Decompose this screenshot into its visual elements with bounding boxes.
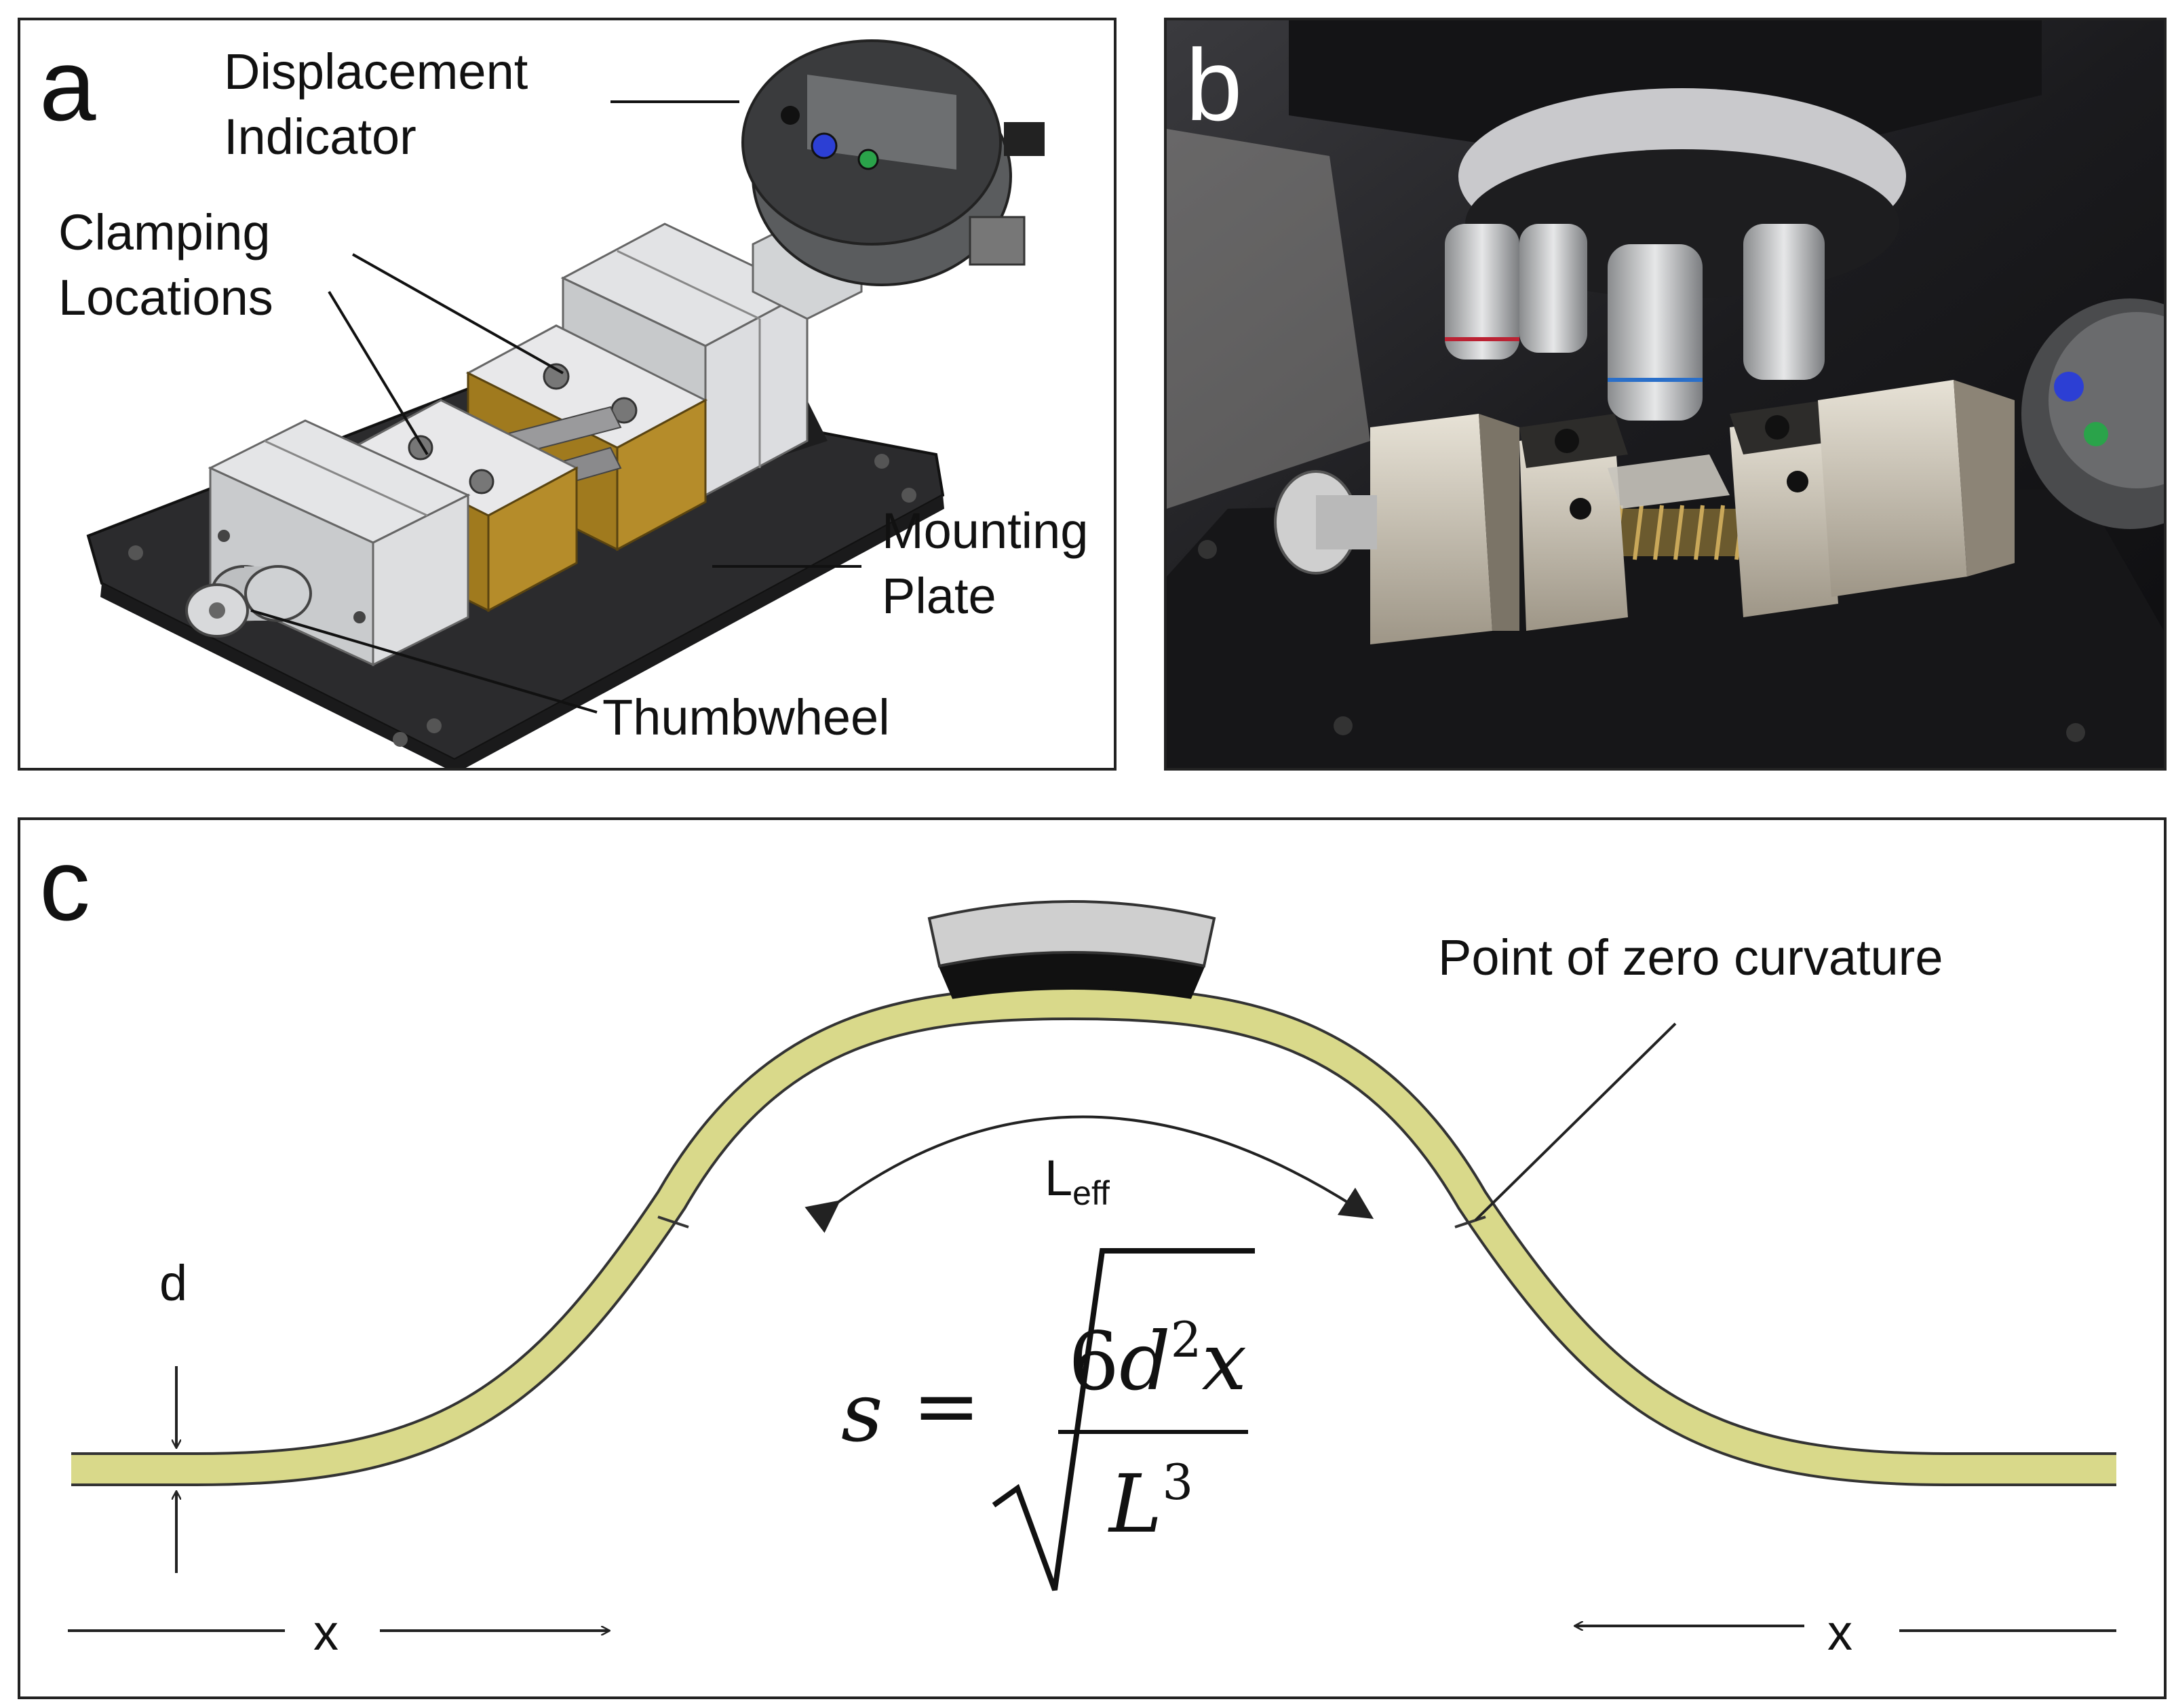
displacement-indicator-shape — [741, 39, 1045, 286]
leader-clamping-2 — [328, 290, 429, 456]
formula-lhs: s — [841, 1366, 883, 1460]
label-displacement-indicator: Displacement Indicator — [224, 43, 528, 166]
photo-microscope-bending-rig — [1167, 20, 2164, 768]
label-x-left: x — [313, 1604, 338, 1661]
leader-clamping-1 — [352, 253, 564, 374]
thumbwheel-shape — [185, 565, 312, 638]
label-thickness-d: d — [159, 1255, 188, 1311]
label-l-eff: Leff — [1045, 1150, 1110, 1212]
panel-b-photo: b — [1164, 18, 2167, 771]
l-eff-arc-arrow — [804, 1115, 1374, 1233]
label-mounting-plate: Mounting Plate — [882, 503, 1089, 625]
label-x-right: x — [1827, 1604, 1852, 1661]
panel-letter-a: a — [39, 28, 96, 142]
sensor-cap-top — [927, 900, 1216, 968]
panel-letter-c: c — [39, 828, 90, 942]
label-thumbwheel: Thumbwheel — [602, 689, 890, 745]
panel-c: c Point of zero curvature Leff d x x s =… — [18, 817, 2167, 1699]
formula-numerator: 6d2x — [1068, 1311, 1247, 1408]
vise-cad-illustration — [86, 39, 1045, 768]
zero-curvature-mark-left — [657, 1216, 689, 1228]
label-point-of-zero-curvature: Point of zero curvature — [1438, 929, 1943, 986]
label-clamping-locations: Clamping Locations — [58, 204, 273, 326]
leader-zero-curvature — [1474, 1022, 1677, 1222]
panel-letter-b: b — [1186, 28, 1243, 142]
zero-curvature-mark-right — [1454, 1216, 1486, 1228]
bending-strip-diagram — [68, 900, 2116, 1696]
sqrt-sign — [992, 1248, 1255, 1591]
formula-equals: = — [912, 1359, 981, 1454]
panel-a: a Displacement Indicator Clamping Locati… — [18, 18, 1117, 771]
leader-thumbwheel — [250, 609, 598, 714]
formula-denominator: L3 — [1109, 1454, 1194, 1551]
